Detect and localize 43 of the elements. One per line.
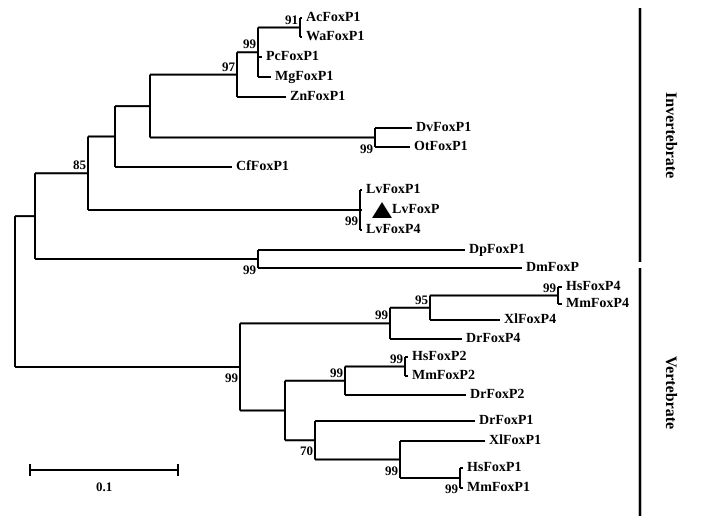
bootstrap-value: 99	[385, 464, 398, 476]
taxon-label: LvFoxP	[392, 203, 440, 217]
taxon-label: HsFoxP2	[412, 350, 466, 364]
taxon-label: DrFoxP2	[470, 388, 524, 402]
bootstrap-value: 85	[73, 158, 86, 172]
taxon-label: MmFoxP4	[566, 297, 629, 311]
taxon-label: HsFoxP1	[467, 461, 522, 475]
scale-label: 0.1	[96, 480, 112, 493]
taxon-label: LvFoxP1	[366, 183, 420, 197]
taxon-label: HsFoxP4	[566, 280, 620, 294]
taxon-label: DrFoxP4	[466, 332, 520, 346]
bootstrap-value: 95	[415, 292, 428, 306]
bootstrap-value: 99	[390, 352, 403, 364]
clade-label: Invertebrate	[662, 92, 678, 178]
taxon-label: DvFoxP1	[416, 121, 472, 135]
taxon-label: MgFoxP1	[275, 70, 334, 84]
taxon-label: DmFoxP	[526, 261, 579, 275]
taxon-label: WaFoxP1	[306, 30, 364, 44]
bootstrap-value: 99	[243, 263, 256, 276]
taxon-label: ZnFoxP1	[290, 90, 346, 104]
bootstrap-value: 99	[375, 308, 388, 322]
taxon-label: PcFoxP1	[266, 50, 319, 64]
bootstrap-value: 99	[330, 366, 343, 379]
bootstrap-value: 99	[225, 370, 238, 384]
taxon-label: AcFoxP1	[306, 11, 360, 25]
bootstrap-value: 99	[243, 37, 256, 50]
bootstrap-value: 97	[222, 60, 235, 73]
taxon-label: LvFoxP4	[366, 223, 420, 237]
taxon-label: MmFoxP2	[412, 369, 475, 383]
bootstrap-value: 99	[345, 214, 358, 227]
clade-label: Vertebrate	[662, 356, 678, 429]
bootstrap-value: 91	[285, 12, 298, 26]
taxon-label: MmFoxP1	[467, 481, 530, 495]
taxon-label: OtFoxP1	[414, 140, 468, 154]
taxon-label: XlFoxP4	[504, 313, 556, 327]
taxon-label: DpFoxP1	[469, 243, 525, 257]
bootstrap-value: 99	[360, 142, 373, 154]
taxon-label: CfFoxP1	[236, 160, 289, 174]
taxon-label: DrFoxP1	[479, 414, 534, 428]
bootstrap-value: 70	[300, 444, 313, 458]
bootstrap-value: 99	[543, 280, 556, 294]
bootstrap-value: 99	[445, 482, 458, 495]
taxon-label: XlFoxP1	[489, 434, 542, 448]
